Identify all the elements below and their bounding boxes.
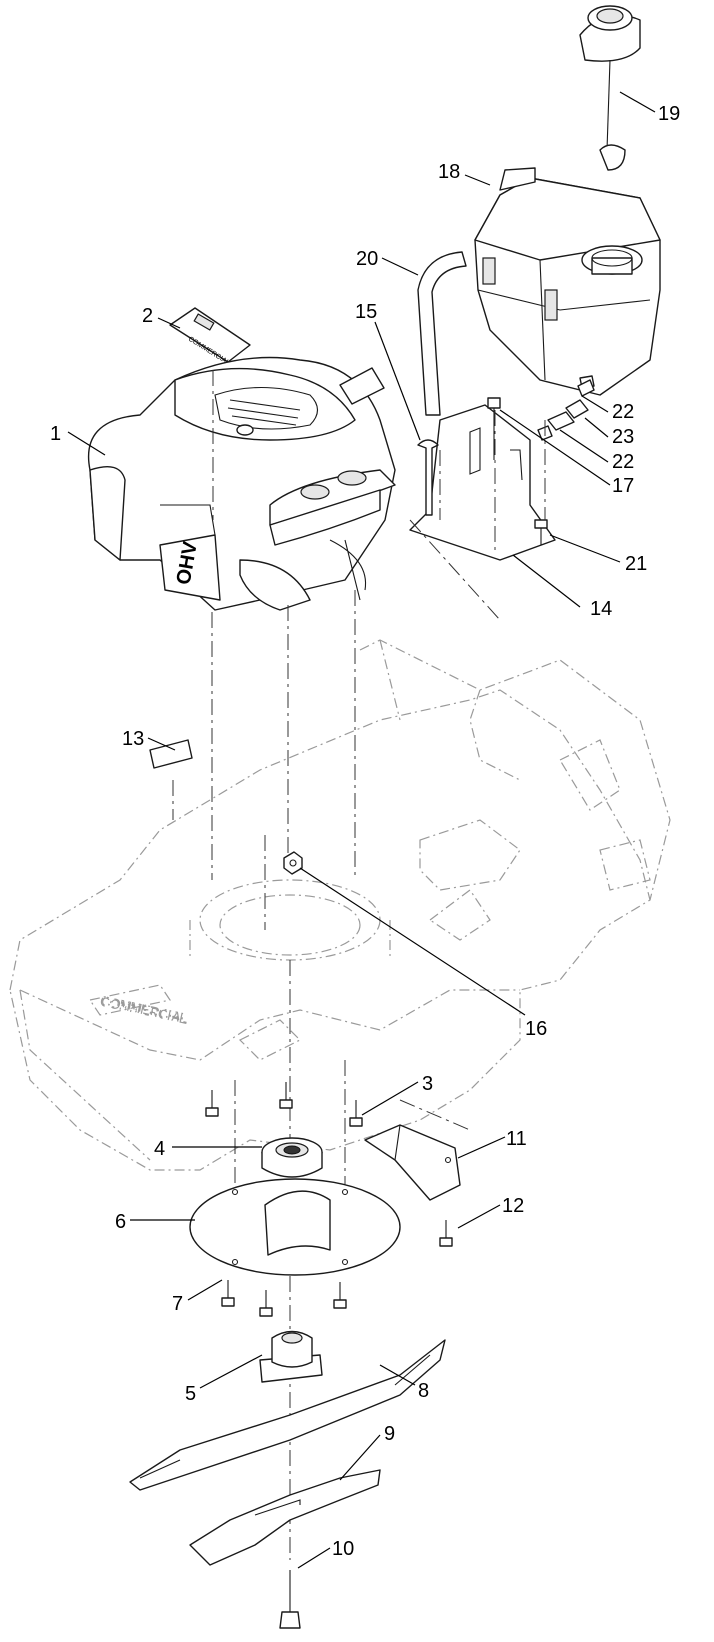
fuel-cap	[579, 5, 641, 171]
callout-17: 17	[612, 475, 634, 497]
fuel-tank	[474, 167, 661, 396]
callout-20: 20	[356, 248, 378, 270]
deck-bolts	[205, 1082, 363, 1127]
plate-bolts	[221, 1280, 347, 1317]
callout-13: 13	[122, 728, 144, 750]
callout-5: 5	[185, 1383, 196, 1405]
callout-23: 23	[612, 426, 634, 448]
callout-4: 4	[154, 1138, 165, 1160]
callout-15: 15	[355, 301, 377, 323]
baffle-plate	[189, 1178, 401, 1276]
callout-14: 14	[590, 598, 612, 620]
callout-6: 6	[115, 1211, 126, 1233]
tank-bracket	[409, 404, 556, 561]
callout-7: 7	[172, 1293, 183, 1315]
blade-adapter	[259, 1330, 323, 1383]
leader-lines	[67, 91, 656, 1569]
callout-22-lower: 22	[612, 451, 634, 473]
callout-16: 16	[525, 1018, 547, 1040]
blade-bolt	[279, 1570, 301, 1629]
fuel-line	[417, 251, 467, 416]
callout-18: 18	[438, 161, 460, 183]
callout-10: 10	[332, 1538, 354, 1560]
callout-12: 12	[502, 1195, 524, 1217]
callout-19: 19	[658, 103, 680, 125]
mulching-blade	[189, 1469, 381, 1566]
callout-2: 2	[142, 305, 153, 327]
side-baffle	[364, 1124, 461, 1201]
callout-22-upper: 22	[612, 401, 634, 423]
callout-8: 8	[418, 1380, 429, 1402]
bearing	[261, 1137, 323, 1178]
mower-blade	[129, 1339, 446, 1491]
callout-labels: 1 2 3 4 5 6 7 8 9 10 11 12 13 14 15 16 1…	[50, 103, 680, 1560]
callout-21: 21	[625, 553, 647, 575]
deck-decal	[149, 739, 193, 769]
alignment-lines	[172, 370, 546, 1560]
tank-fasteners	[417, 379, 595, 545]
callout-3: 3	[422, 1073, 433, 1095]
callout-11: 11	[506, 1128, 527, 1150]
baffle-screw	[439, 1220, 453, 1247]
mower-deck-phantom: COMMERCIAL	[9, 639, 671, 1171]
deck-nut	[283, 851, 303, 875]
engine: OHV	[88, 356, 396, 611]
callout-1: 1	[50, 423, 61, 445]
callout-9: 9	[384, 1423, 395, 1445]
engine-decal: COMMERCIAL	[169, 307, 251, 367]
